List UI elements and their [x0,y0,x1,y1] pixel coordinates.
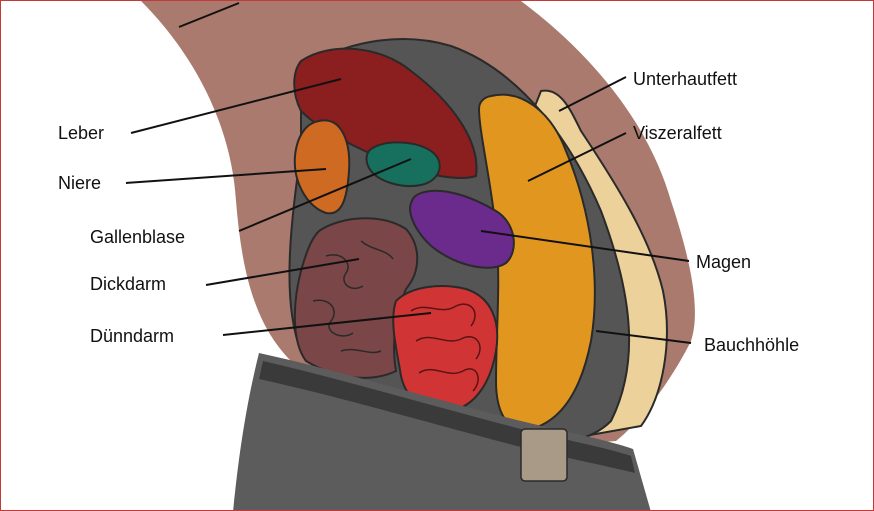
label-unterhautfett: Unterhautfett [633,69,737,89]
label-magen: Magen [696,252,751,272]
label-duenndarm: Dünndarm [90,326,174,346]
label-leber: Leber [58,123,104,143]
label-niere: Niere [58,173,101,193]
belt-buckle [521,429,567,481]
label-dickdarm: Dickdarm [90,274,166,294]
label-viszeralfett: Viszeralfett [633,123,722,143]
label-bauchhoehle: Bauchhöhle [704,335,799,355]
label-gallenblase: Gallenblase [90,227,185,247]
